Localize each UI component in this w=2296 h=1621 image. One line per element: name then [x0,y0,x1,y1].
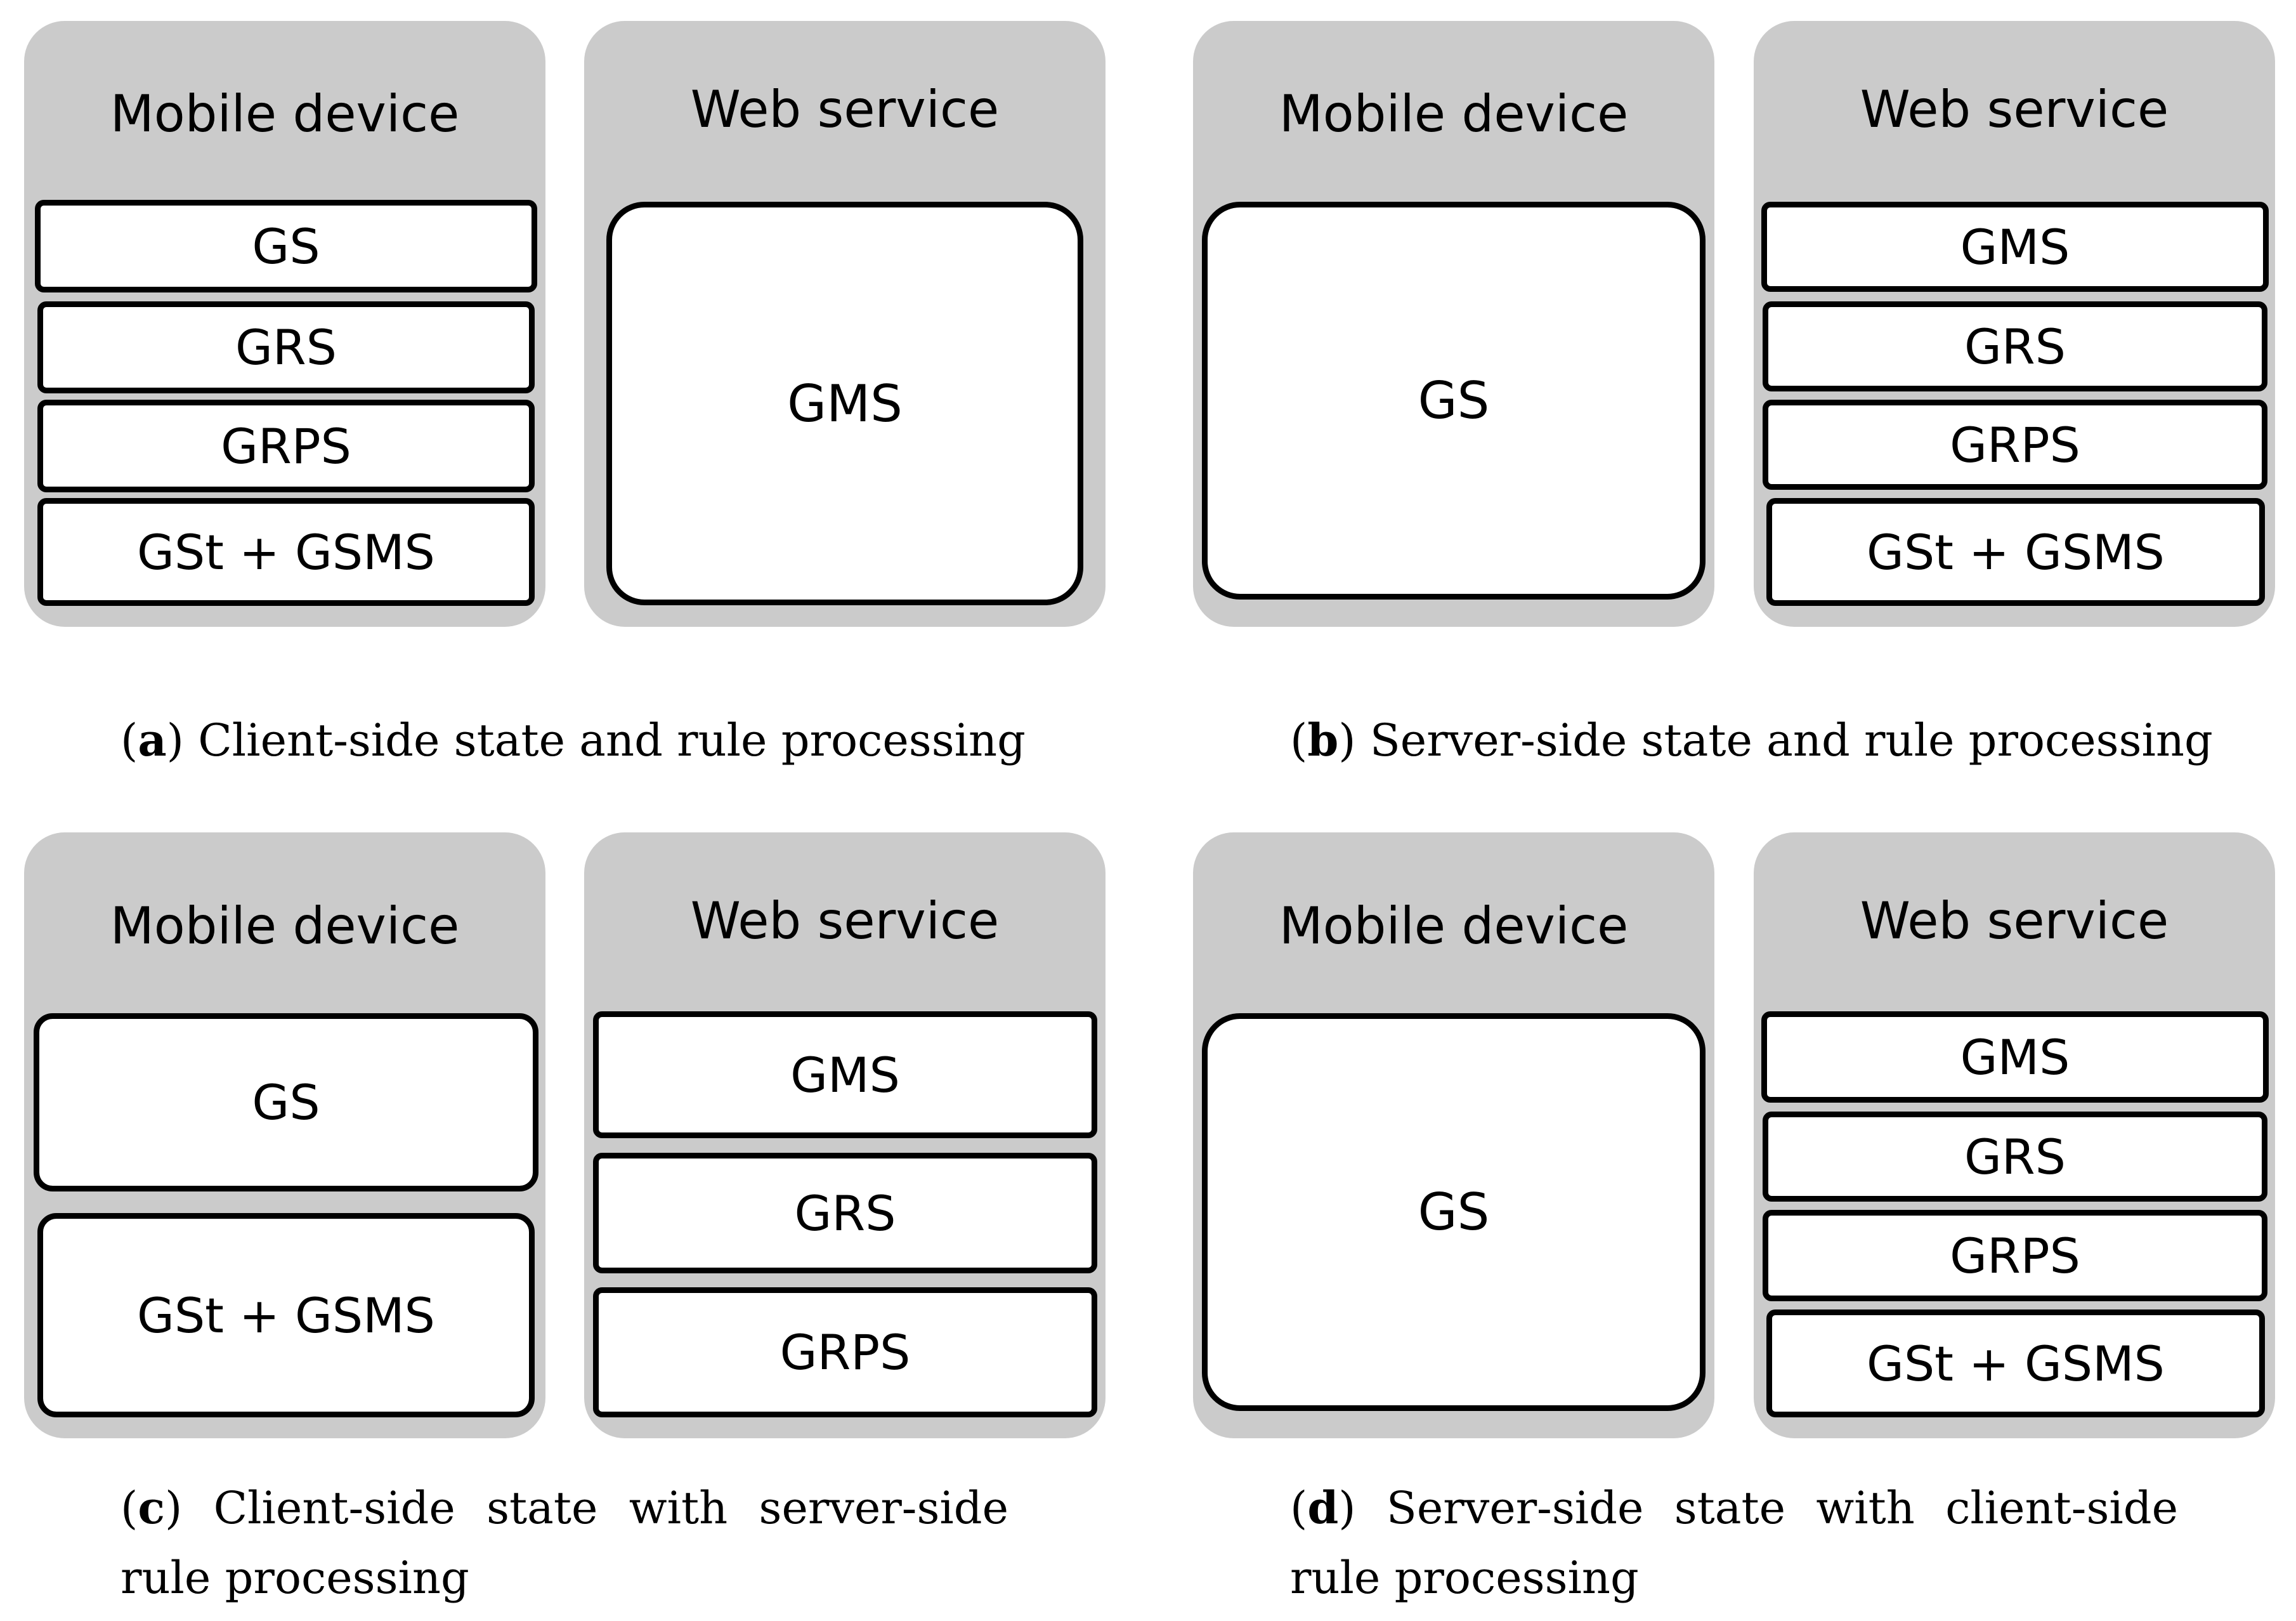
component-grs: GRS [1763,1112,2267,1202]
panel-c-web-service: Web service GMS GRS GRPS [584,832,1106,1438]
panel-b-mobile-device: Mobile device GS [1193,21,1714,627]
component-gs: GS [34,1013,538,1191]
caption-c: (c) Client-side state with server-side r… [121,1481,1009,1604]
panel-title: Web service [690,80,1000,139]
panel-d-web-service: Web service GMS GRS GRPS GSt + GSMS [1754,832,2275,1438]
component-grps: GRPS [1763,1210,2267,1301]
caption-letter: c [138,1481,165,1534]
panel-title: Mobile device [110,896,460,955]
caption-text: Client-side state with server-side rule … [121,1482,1009,1604]
panel-title: Web service [1860,891,2169,950]
panel-a-mobile-device: Mobile device GS GRS GRPS GSt + GSMS [24,21,545,627]
component-grs: GRS [37,301,535,393]
component-gst-gsms: GSt + GSMS [1766,498,2265,606]
panel-d-mobile-device: Mobile device GS [1193,832,1714,1438]
component-gms: GMS [606,202,1083,605]
panel-title: Web service [690,891,1000,950]
component-gst-gsms: GSt + GSMS [37,1213,535,1417]
panel-title: Mobile device [110,84,460,143]
caption-letter: d [1307,1481,1339,1534]
component-grs: GRS [1763,301,2267,391]
component-gs: GS [35,200,537,292]
caption-letter: b [1307,714,1339,766]
caption-a: (a) Client-side state and rule processin… [121,714,1026,766]
component-gms: GMS [1761,202,2269,292]
panel-a-web-service: Web service GMS [584,21,1106,627]
component-gs: GS [1202,1013,1706,1411]
component-grps: GRPS [593,1287,1097,1417]
panel-title: Web service [1860,80,2169,139]
component-grs: GRS [593,1153,1097,1273]
component-gst-gsms: GSt + GSMS [37,498,535,606]
caption-b: (b) Server-side state and rule processin… [1290,714,2213,766]
component-gms: GMS [1761,1011,2269,1103]
caption-d: (d) Server-side state with client-side r… [1290,1481,2179,1604]
component-gs: GS [1202,202,1706,600]
component-grps: GRPS [37,400,535,492]
caption-text: Server-side state and rule processing [1369,714,2213,766]
panel-title: Mobile device [1279,896,1629,955]
component-gst-gsms: GSt + GSMS [1766,1309,2265,1417]
component-gms: GMS [593,1011,1097,1138]
caption-text: Server-side state with client-side rule … [1290,1482,2179,1604]
component-grps: GRPS [1763,400,2267,490]
panel-c-mobile-device: Mobile device GS GSt + GSMS [24,832,545,1438]
panel-title: Mobile device [1279,84,1629,143]
caption-letter: a [138,714,167,766]
caption-text: Client-side state and rule processing [198,714,1026,766]
panel-b-web-service: Web service GMS GRS GRPS GSt + GSMS [1754,21,2275,627]
